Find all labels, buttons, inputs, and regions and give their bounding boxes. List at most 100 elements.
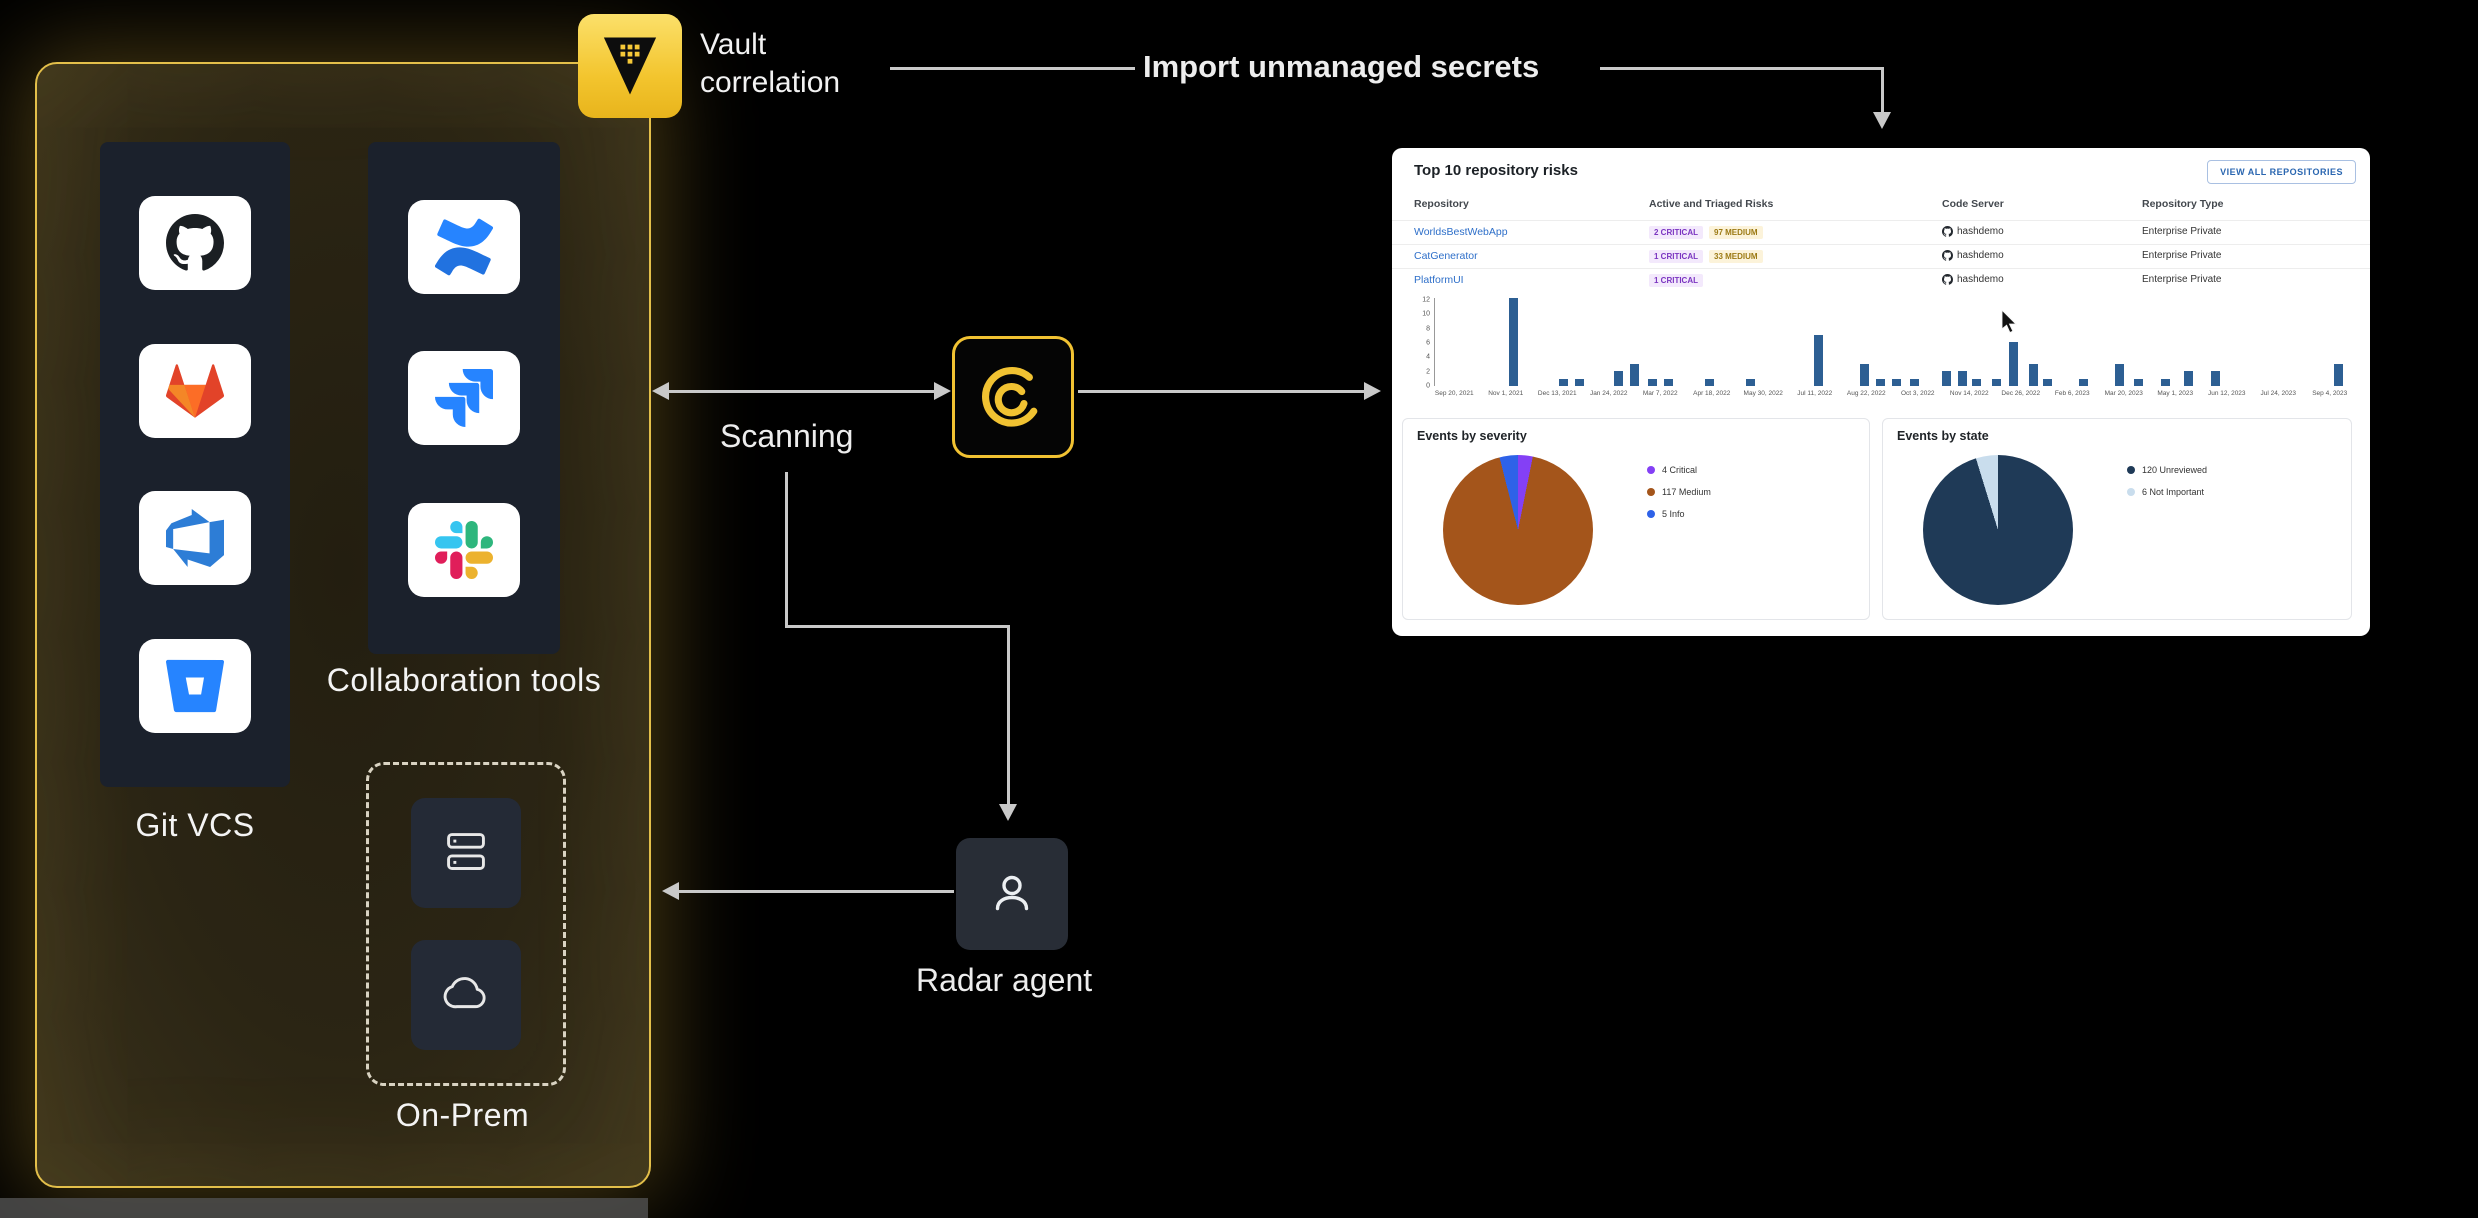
bar — [1508, 298, 1518, 386]
bitbucket-tile — [139, 639, 251, 734]
legend-dot — [2127, 488, 2135, 496]
onprem-box — [366, 762, 566, 1086]
scanning-label: Scanning — [720, 418, 854, 454]
vault-label: Vault correlation — [700, 28, 841, 99]
risk-badge: 97 MEDIUM — [1709, 226, 1763, 239]
col-repo-type: Repository Type — [2142, 198, 2224, 210]
repository-link[interactable]: PlatformUI — [1414, 274, 1464, 286]
bar — [2043, 378, 2053, 386]
x-tick-label: Mar 20, 2023 — [2104, 390, 2143, 397]
bar — [2115, 364, 2125, 386]
bar — [1647, 378, 1657, 386]
repository-link[interactable]: WorldsBestWebApp — [1414, 226, 1508, 238]
github-icon — [166, 213, 224, 271]
bar — [2133, 378, 2143, 386]
legend-dot — [2127, 466, 2135, 474]
jira-tile — [408, 351, 520, 445]
x-tick-label: Dec 13, 2021 — [1537, 390, 1577, 397]
slack-tile — [408, 502, 520, 597]
arrowhead-scan-right — [934, 382, 951, 400]
severity-legend: 4 Critical 117 Medium 5 Info — [1647, 465, 1711, 519]
arrow-scan-across — [785, 625, 1010, 628]
bar — [2008, 342, 2018, 386]
gitlab-tile — [139, 343, 251, 438]
repo-type-cell: Enterprise Private — [2142, 250, 2222, 261]
radar-agent-icon — [995, 875, 1029, 911]
risk-badges: 1 CRITICAL 33 MEDIUM — [1649, 250, 1769, 263]
bar — [2334, 364, 2344, 386]
risk-badge: 1 CRITICAL — [1649, 250, 1703, 263]
legend-dot — [1647, 488, 1655, 496]
gitlab-icon — [166, 363, 224, 418]
dashboard-title: Top 10 repository risks — [1414, 162, 1578, 179]
y-tick-label: 0 — [1426, 382, 1430, 390]
git-vcs-column — [100, 142, 290, 787]
slack-icon — [435, 520, 493, 579]
x-tick-label: Sep 4, 2023 — [2312, 390, 2348, 397]
arrow-radar-to-box — [678, 890, 954, 893]
arrow-import-line — [1600, 67, 1884, 70]
bar — [1942, 371, 1952, 386]
severity-pie-chart — [1443, 455, 1593, 605]
legend-entry: 4 Critical — [1647, 465, 1711, 475]
repository-link[interactable]: CatGenerator — [1414, 250, 1478, 262]
bar — [1746, 378, 1756, 386]
bitbucket-icon — [166, 660, 224, 713]
x-tick-label: Oct 3, 2022 — [1900, 390, 1935, 397]
arrowhead-radar — [999, 804, 1017, 821]
cloud-icon — [443, 977, 486, 1009]
x-tick-label: Jul 11, 2022 — [1797, 390, 1833, 397]
git-vcs-label: Git VCS — [135, 807, 255, 843]
bar-chart-axis-line — [1434, 298, 1435, 386]
cycode-icon — [982, 367, 1038, 427]
repo-type-cell: Enterprise Private — [2142, 274, 2222, 285]
legend-entry: 5 Info — [1647, 509, 1711, 519]
x-tick-label: Jun 12, 2023 — [2207, 390, 2246, 397]
confluence-icon — [435, 218, 493, 275]
y-tick-label: 4 — [1426, 353, 1430, 361]
legend-dot — [1647, 510, 1655, 518]
arrowhead-scan-left — [652, 382, 669, 400]
arrow-scan-drop-1 — [785, 472, 788, 628]
events-by-state-title: Events by state — [1897, 429, 1989, 443]
cycode-node — [952, 336, 1074, 458]
server-icon — [447, 832, 485, 870]
risk-badge: 33 MEDIUM — [1709, 250, 1763, 263]
view-all-repositories-button[interactable]: VIEW ALL REPOSITORIES — [2207, 160, 2356, 184]
x-tick-label: Sep 20, 2021 — [1434, 390, 1474, 397]
import-label: Import unmanaged secrets — [1143, 49, 1540, 84]
bar — [1876, 378, 1886, 386]
cloud-tile — [411, 940, 521, 1051]
legend-dot — [1647, 466, 1655, 474]
code-server-cell: hashdemo — [1942, 274, 2004, 285]
legend-entry: 6 Not Important — [2127, 487, 2207, 497]
arrow-import-drop — [1881, 67, 1884, 115]
code-server-cell: hashdemo — [1942, 226, 2004, 237]
repo-type-cell: Enterprise Private — [2142, 226, 2222, 237]
x-tick-label: Apr 18, 2022 — [1693, 390, 1731, 397]
vault-icon — [603, 37, 657, 95]
bar — [2183, 371, 2193, 386]
bar — [2028, 364, 2038, 386]
bar — [2078, 378, 2088, 386]
arrowhead-dashboard — [1364, 382, 1381, 400]
github-tile — [139, 195, 251, 290]
radar-label: Radar agent — [916, 962, 1093, 998]
arrowhead-import-down — [1873, 112, 1891, 129]
legend-entry: 117 Medium — [1647, 487, 1711, 497]
bar — [1892, 378, 1901, 386]
bottom-gray-strip — [0, 1198, 648, 1218]
y-tick-label: 2 — [1426, 368, 1430, 376]
azure-devops-icon — [166, 509, 224, 568]
x-tick-label: Dec 26, 2022 — [2001, 390, 2041, 397]
bar — [1613, 371, 1623, 386]
state-pie-chart — [1923, 455, 2073, 605]
